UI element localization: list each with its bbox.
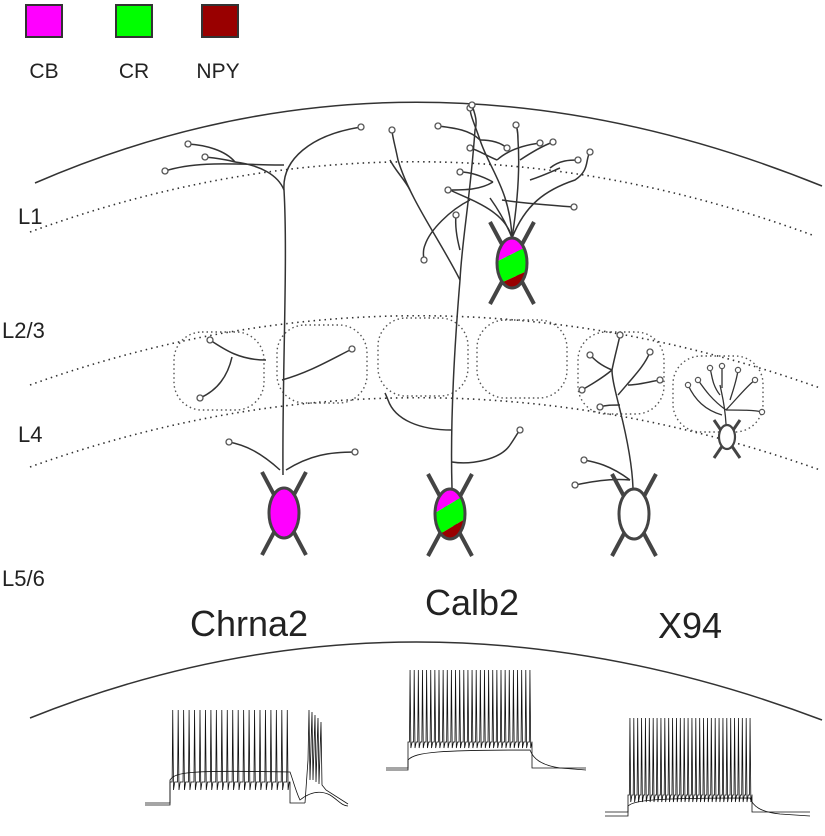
legend-label-cb: CB (29, 60, 58, 83)
x94-soma (617, 487, 651, 541)
calb2-trace-spiking (386, 669, 586, 769)
layer-label-l4: L4 (18, 422, 42, 447)
pia-surface (34, 101, 823, 187)
legend-label-cr: CR (119, 60, 149, 83)
calb2-upper-terminals (434, 104, 594, 211)
x94-trace (605, 717, 811, 817)
legend-label-npy: NPY (196, 60, 239, 83)
barrel (672, 355, 764, 433)
chrna2-trace (145, 709, 349, 807)
chrna2-neuron (161, 123, 365, 556)
legend: CB CR NPY (25, 4, 240, 83)
lower-boundary (29, 641, 823, 721)
barrels (173, 317, 764, 433)
l23-boundary (29, 314, 821, 389)
x94-terminals (571, 331, 664, 489)
barrel (173, 331, 265, 411)
calb2-trace-hyperpolarized (386, 749, 587, 771)
calb2-lower-neurites (384, 104, 521, 489)
legend-item-npy: NPY (196, 4, 240, 83)
calb2-lower-soma (433, 487, 467, 541)
layer-label-l23: L2/3 (2, 318, 45, 343)
calb2-lower-neuron (384, 101, 524, 557)
cell-type-labels: Chrna2 Calb2 X94 (190, 582, 722, 646)
chrna2-trace-spiking (145, 709, 349, 805)
label-x94: X94 (658, 605, 722, 646)
x94-small-neurites (687, 366, 763, 425)
label-chrna2: Chrna2 (190, 603, 308, 644)
barrel (476, 319, 568, 399)
chrna2-neurites (164, 126, 362, 476)
label-calb2: Calb2 (425, 582, 519, 623)
legend-swatch-cb (25, 4, 63, 38)
chrna2-soma (267, 486, 301, 540)
chrna2-terminals (161, 123, 365, 456)
traces (145, 669, 811, 817)
x94-small-neuron (684, 362, 766, 459)
l1-boundary (29, 160, 813, 236)
calb2-upper-neuron (434, 104, 594, 305)
x94-neuron (571, 331, 664, 557)
legend-item-cr: CR (115, 4, 153, 83)
l4-boundary (29, 396, 821, 471)
legend-swatch-cr (115, 4, 153, 38)
barrel (577, 331, 665, 415)
x94-trace-hyperpolarized (605, 797, 811, 817)
legend-swatch-npy (201, 4, 239, 38)
calb2-lower-terminals (388, 101, 524, 434)
chrna2-trace-hyperpolarized (145, 770, 349, 807)
layer-labels: L1 L2/3 L4 L5/6 (2, 204, 45, 591)
legend-item-cb: CB (25, 4, 63, 83)
calb2-upper-soma (495, 236, 529, 290)
layer-label-l56: L5/6 (2, 566, 45, 591)
x94-trace-spiking (605, 717, 810, 813)
layer-label-l1: L1 (18, 204, 42, 229)
calb2-trace (386, 669, 587, 771)
x94-small-soma (717, 423, 737, 451)
x94-small-terminals (684, 362, 766, 416)
cortex-boundaries (29, 101, 823, 721)
